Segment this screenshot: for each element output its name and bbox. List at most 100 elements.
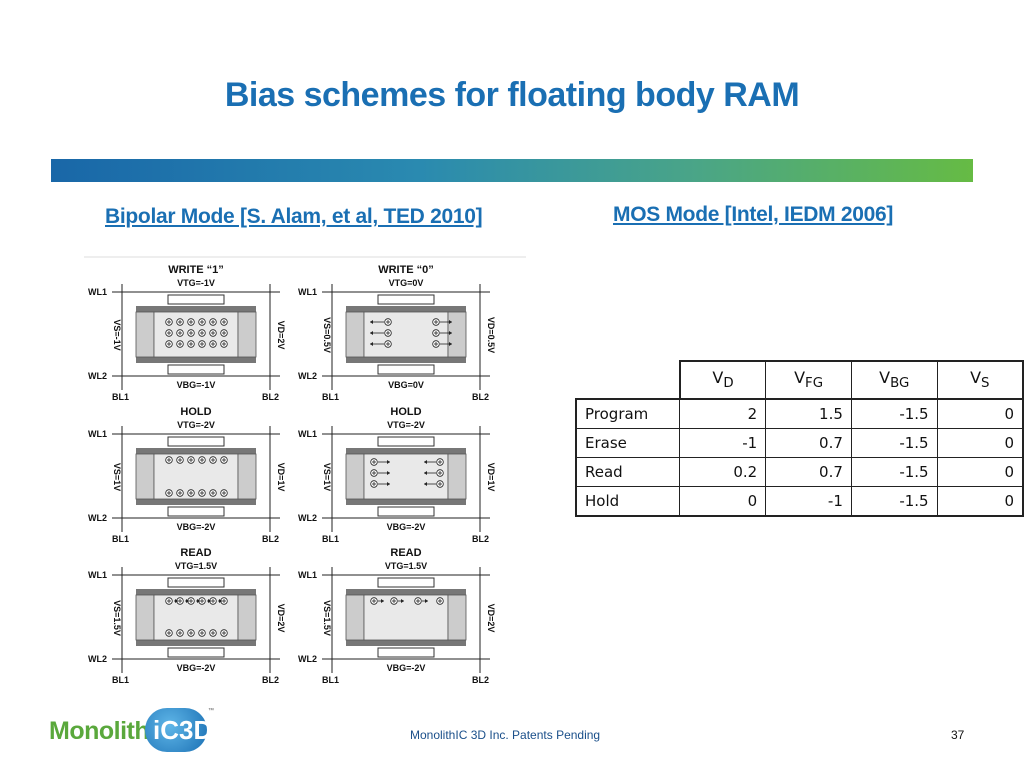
cell-bl2-label: BL2: [262, 675, 279, 685]
cell-bl2-label: BL2: [262, 392, 279, 402]
hole-arrowhead: [425, 599, 428, 603]
table-header-vd: VD: [678, 360, 767, 399]
cell-vs-label: VS=1.5V: [112, 600, 122, 636]
top-oxide: [346, 448, 466, 454]
cell-title: WRITE “1”: [168, 264, 224, 276]
row-label: Program: [575, 398, 681, 429]
cell-vd-label: VD=0.5V: [486, 317, 496, 353]
page-number: 37: [951, 728, 965, 742]
top-gate: [377, 436, 435, 447]
table-cell: -1.5: [851, 457, 938, 487]
cell-vbg-label: VBG=-2V: [177, 522, 216, 532]
table-row: Hold 0 -1 -1.5 0: [575, 486, 1024, 517]
cell-bl2-label: BL2: [472, 534, 489, 544]
hole-arrowhead: [370, 331, 373, 335]
hole-arrowhead: [381, 599, 384, 603]
cell-bl1-label: BL1: [322, 675, 339, 685]
top-oxide: [136, 589, 256, 595]
top-gate: [377, 577, 435, 588]
source-region: [345, 311, 365, 358]
table-header-vfg: VFG: [765, 360, 852, 399]
cell-bl1-label: BL1: [322, 392, 339, 402]
table-row: Program 2 1.5 -1.5 0: [575, 398, 1024, 429]
cell-vtg-label: VTG=-1V: [177, 278, 215, 288]
cell-wl1-label: WL1: [88, 570, 107, 580]
cell-title: WRITE “0”: [378, 264, 434, 276]
table-header-vs: VS: [937, 360, 1024, 399]
bottom-oxide: [346, 357, 466, 363]
mos-bias-table: VD VFG VBG VS Program 2 1.5 -1.5 0 Erase…: [575, 360, 1024, 517]
mos-mode-heading[interactable]: MOS Mode [Intel, IEDM 2006]: [613, 203, 894, 226]
bottom-oxide: [136, 640, 256, 646]
source-region: [345, 453, 365, 500]
top-oxide: [346, 589, 466, 595]
hole-arrowhead: [424, 471, 427, 475]
hole-arrowhead: [208, 599, 211, 603]
hole-arrowhead: [175, 599, 178, 603]
table-corner: [576, 361, 680, 399]
cell-vbg-label: VBG=-2V: [387, 663, 426, 673]
cell-bl1-label: BL1: [112, 534, 129, 544]
logo-trademark: ™: [208, 708, 214, 714]
hole-arrowhead: [387, 471, 390, 475]
floating-body: [363, 594, 449, 641]
source-region: [135, 453, 155, 500]
cell-vs-label: VS=1V: [112, 463, 122, 491]
bottom-oxide: [346, 499, 466, 505]
cell-vd-label: VD=2V: [486, 604, 496, 633]
cell-title: HOLD: [390, 406, 421, 418]
table-cell: 2: [679, 398, 767, 429]
table-cell: 0: [937, 398, 1024, 429]
cell-vs-label: VS=1V: [322, 463, 332, 491]
hole-arrowhead: [370, 342, 373, 346]
cell-vd-label: VD=2V: [276, 604, 286, 633]
monolithic3d-logo: Monolith iC3D ™: [49, 708, 214, 754]
top-oxide: [136, 448, 256, 454]
source-region: [135, 311, 155, 358]
bottom-oxide: [136, 499, 256, 505]
cell-title: HOLD: [180, 406, 211, 418]
cell-wl2-label: WL2: [298, 513, 317, 523]
cell-vtg-label: VTG=0V: [389, 278, 424, 288]
cell-wl2-label: WL2: [298, 654, 317, 664]
bipolar-mode-heading[interactable]: Bipolar Mode [S. Alam, et al, TED 2010]: [105, 205, 483, 228]
cell-bl1-label: BL1: [112, 392, 129, 402]
table-cell: -1: [765, 486, 852, 517]
cell-wl1-label: WL1: [298, 287, 317, 297]
hole-arrowhead: [387, 460, 390, 464]
cell-title: READ: [390, 547, 421, 559]
top-oxide: [136, 306, 256, 312]
cell-vs-label: VS=1.5V: [322, 600, 332, 636]
table-cell: 0: [937, 428, 1024, 458]
row-label: Read: [575, 457, 681, 487]
bottom-gate: [377, 506, 435, 517]
top-gate: [167, 294, 225, 305]
drain-region: [447, 453, 467, 500]
table-row: Read 0.2 0.7 -1.5 0: [575, 457, 1024, 487]
bottom-gate: [167, 647, 225, 658]
top-oxide: [346, 306, 466, 312]
footer-text: MonolithIC 3D Inc. Patents Pending: [410, 728, 601, 742]
table-cell: 0.7: [765, 457, 852, 487]
table-cell: -1.5: [851, 428, 938, 458]
floating-body: [363, 453, 449, 500]
drain-region: [447, 311, 467, 358]
table-header-vbg: VBG: [851, 360, 938, 399]
cell-bl2-label: BL2: [472, 675, 489, 685]
slide-title: Bias schemes for floating body RAM: [224, 76, 800, 114]
bottom-gate: [167, 506, 225, 517]
logo-wordmark: Monolith: [49, 717, 150, 745]
title-divider-bar: [51, 159, 973, 182]
row-label: Hold: [575, 486, 681, 517]
cell-title: READ: [180, 547, 211, 559]
cell-vs-label: VS=-1V: [112, 319, 122, 350]
hole-arrowhead: [370, 320, 373, 324]
cell-vtg-label: VTG=-2V: [177, 420, 215, 430]
table-cell: 0: [937, 486, 1024, 517]
cell-wl1-label: WL1: [298, 429, 317, 439]
cell-wl1-label: WL1: [298, 570, 317, 580]
cell-wl2-label: WL2: [88, 654, 107, 664]
